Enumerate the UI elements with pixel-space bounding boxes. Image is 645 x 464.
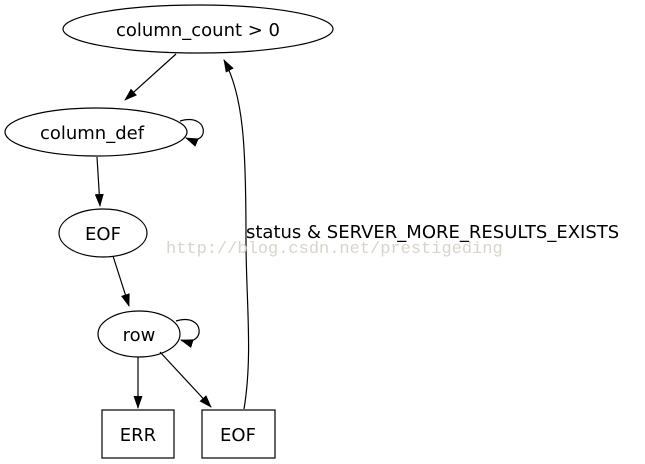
node-column-count: column_count > 0: [62, 4, 334, 54]
node-eof-box-label: EOF: [220, 425, 256, 446]
node-eof-ellipse-shape: [58, 208, 148, 258]
node-row: row: [97, 310, 181, 358]
node-column-def-shape: [4, 107, 188, 157]
node-err-box-shape: [101, 409, 175, 459]
node-err-box: ERR: [101, 409, 175, 459]
node-column-def-label: column_def: [40, 123, 145, 144]
node-eof-ellipse-label: EOF: [85, 224, 121, 245]
node-column-def: column_def: [4, 107, 188, 157]
node-column-count-shape: [62, 4, 334, 54]
node-err-box-label: ERR: [120, 425, 156, 446]
node-eof-box-shape: [201, 409, 276, 459]
edge-eof-to-row: [112, 255, 130, 307]
edge-row-self-loop: [175, 318, 200, 348]
edge-eof-box-to-column-count: [223, 59, 250, 410]
edge-column-def-to-eof: [94, 156, 104, 207]
node-column-count-label: column_count > 0: [116, 20, 280, 41]
node-eof-ellipse: EOF: [58, 208, 148, 258]
edge-column-def-self-loop: [179, 118, 204, 147]
node-row-shape: [97, 310, 181, 358]
edge-column-count-to-column-def: [124, 53, 177, 101]
watermark: http://blog.csdn.net/prestigeding: [166, 240, 503, 259]
node-row-label: row: [123, 325, 156, 346]
edge-label-status-server-more-results: status & SERVER_MORE_RESULTS_EXISTS: [246, 222, 619, 243]
node-eof-box: EOF: [201, 409, 276, 459]
edge-row-to-eof-box: [159, 351, 212, 408]
